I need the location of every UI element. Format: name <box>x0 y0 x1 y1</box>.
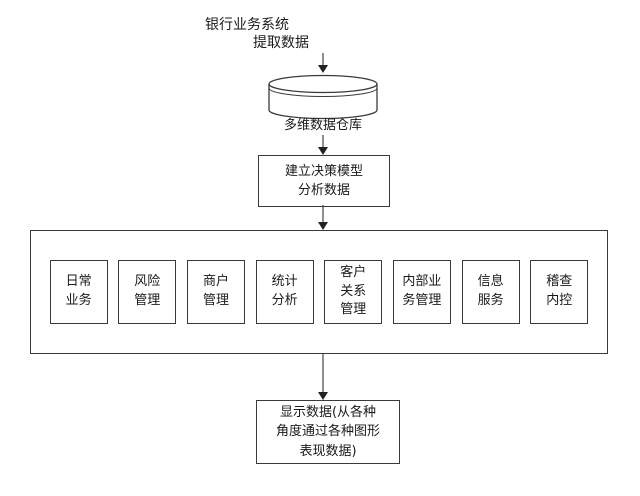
module-merchant-management: 商户 管理 <box>186 260 245 324</box>
arrow-head-icon <box>318 392 328 400</box>
arrow-head-icon <box>318 222 328 230</box>
arrow-shaft <box>322 135 324 147</box>
source-system-label: 银行业务系统 <box>205 17 289 33</box>
arrow-shaft <box>322 205 324 222</box>
module-statistical-analysis: 统计 分析 <box>255 260 314 324</box>
display-data-box: 显示数据(从各种 角度通过各种图形 表现数据) <box>256 400 400 464</box>
module-internal-business: 内部业 务管理 <box>392 260 451 324</box>
arrow-head-icon <box>318 147 328 155</box>
module-daily-business: 日常 业务 <box>49 260 108 324</box>
arrow-shaft <box>322 53 324 65</box>
decision-model-box: 建立决策模型 分析数据 <box>258 155 390 207</box>
arrow-warehouse-to-model <box>317 135 329 155</box>
arrow-modules-to-display <box>317 354 329 400</box>
arrow-head-icon <box>318 65 328 73</box>
module-audit-control: 稽查 内控 <box>530 260 589 324</box>
module-information-service: 信息 服务 <box>461 260 520 324</box>
arrow-source-to-warehouse <box>317 53 329 73</box>
extract-data-label: 提取数据 <box>253 35 309 51</box>
arrow-shaft <box>322 354 324 392</box>
module-risk-management: 风险 管理 <box>118 260 177 324</box>
modules-container: 日常 业务 风险 管理 商户 管理 统计 分析 客户 关系 管理 内部业 务管理… <box>30 230 608 354</box>
arrow-model-to-modules <box>317 205 329 230</box>
module-customer-relationship: 客户 关系 管理 <box>324 260 383 324</box>
warehouse-cylinder-icon <box>267 74 379 120</box>
warehouse-label: 多维数据仓库 <box>283 118 362 133</box>
